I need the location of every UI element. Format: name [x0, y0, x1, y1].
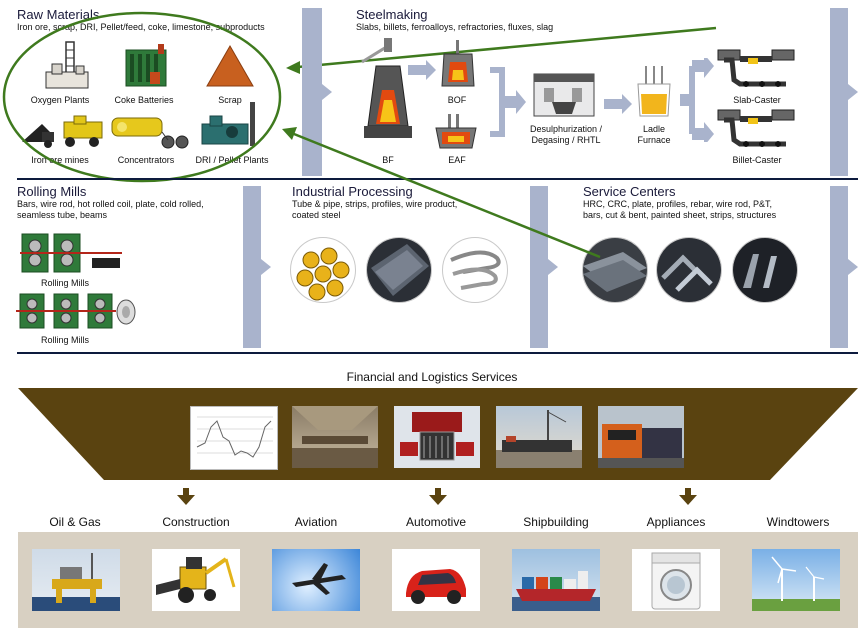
truck-photo	[394, 406, 480, 468]
bof-label: BOF	[447, 95, 467, 105]
service-centers-subtitle: HRC, CRC, plate, profiles, rebar, wire r…	[583, 199, 776, 221]
desulphurization-label-line1: Desulphurization /	[529, 124, 603, 134]
down-arrow-icon	[429, 488, 447, 505]
oxygen-plants-label: Oxygen Plants	[30, 95, 90, 105]
flow-arrow-icon	[408, 60, 436, 80]
steel-plates-image	[582, 237, 648, 303]
airplane-photo	[272, 549, 360, 611]
coated-steel-sheet-image	[366, 237, 432, 303]
concentrator-icon	[111, 117, 189, 149]
car-photo	[392, 549, 480, 611]
sector-label-automotive: Automotive	[405, 515, 467, 529]
ladle-furnace-label-line1: Ladle	[642, 124, 666, 134]
sector-label-windtowers: Windtowers	[766, 515, 830, 529]
rolling-mill-icon	[20, 233, 122, 273]
washing-machine-photo	[632, 549, 720, 611]
sector-label-oil-gas: Oil & Gas	[49, 515, 101, 529]
section-divider	[17, 178, 858, 180]
scrap-icon	[206, 44, 254, 87]
sector-label-shipbuilding: Shipbuilding	[523, 515, 589, 529]
steelmaking-title: Steelmaking	[356, 7, 428, 22]
container-ship-photo	[512, 549, 600, 611]
bf-label: BF	[382, 155, 394, 165]
concentrators-label: Concentrators	[117, 155, 175, 165]
eaf-icon	[435, 114, 477, 149]
warehouse-photo	[292, 406, 378, 468]
ladle-furnace-label: Ladle Furnace	[628, 124, 680, 146]
billet-caster-label: Billet-Caster	[732, 155, 782, 165]
wire-product-image	[442, 237, 508, 303]
steel-profiles-image	[656, 237, 722, 303]
chart-photo	[190, 406, 278, 470]
service-centers-subtitle-line2: bars, cut & bent, painted sheet, strips,…	[583, 210, 777, 220]
raw-materials-title: Raw Materials	[17, 7, 100, 22]
rolling-mills-label-2: Rolling Mills	[40, 335, 89, 345]
oxygen-plant-icon	[45, 41, 89, 89]
scrap-label: Scrap	[218, 95, 242, 105]
eaf-label: EAF	[448, 155, 466, 165]
desulphurization-label-line2: Degasing / RHTL	[531, 135, 601, 145]
chevron-separator	[243, 186, 271, 348]
rolling-mills-subtitle-line1: Bars, wire rod, hot rolled coil, plate, …	[17, 199, 204, 209]
sector-label-appliances: Appliances	[646, 515, 706, 529]
iron-ore-mines-label: Iron ore mines	[31, 155, 89, 165]
backhoe-photo	[152, 549, 240, 611]
desulphurization-icon	[533, 73, 595, 117]
slab-caster-label: Slab-Caster	[733, 95, 781, 105]
chevron-separator	[830, 186, 858, 348]
industrial-processing-subtitle-line2: coated steel	[292, 210, 341, 220]
sector-label-construction: Construction	[162, 515, 230, 529]
rolling-mills-title: Rolling Mills	[17, 184, 87, 199]
coke-battery-icon	[125, 44, 167, 87]
train-photo	[598, 406, 684, 468]
steel-bars-image	[290, 237, 356, 303]
industrial-processing-subtitle: Tube & pipe, strips, profiles, wire prod…	[292, 199, 457, 221]
industrial-processing-title: Industrial Processing	[292, 184, 413, 199]
billet-caster-icon	[717, 109, 795, 147]
chevron-separator	[530, 186, 558, 348]
rolling-mills-subtitle-line2: seamless tube, beams	[17, 210, 108, 220]
merge-bracket-arrow	[490, 67, 526, 137]
split-bracket-arrow	[680, 58, 714, 142]
raw-materials-subtitle: Iron ore, scrap, DRI, Pellet/feed, coke,…	[17, 22, 265, 32]
section-divider	[17, 352, 858, 354]
chevron-separator	[830, 8, 858, 176]
ladle-furnace-label-line2: Furnace	[637, 135, 671, 145]
down-arrow-icon	[177, 488, 195, 505]
desulphurization-label: Desulphurization / Degasing / RHTL	[527, 124, 605, 146]
sector-label-aviation: Aviation	[294, 515, 338, 529]
rolling-mill-icon	[16, 293, 136, 329]
service-centers-subtitle-line1: HRC, CRC, plate, profiles, rebar, wire r…	[583, 199, 773, 209]
rolling-mills-subtitle: Bars, wire rod, hot rolled coil, plate, …	[17, 199, 204, 221]
service-centers-title: Service Centers	[583, 184, 676, 199]
coke-batteries-label: Coke Batteries	[114, 95, 174, 105]
ship-port-photo	[496, 406, 582, 468]
ladle-furnace-icon	[637, 66, 671, 117]
steelmaking-subtitle: Slabs, billets, ferroalloys, refractorie…	[356, 22, 554, 32]
blast-furnace-icon	[361, 38, 412, 138]
bof-icon	[441, 40, 475, 87]
steel-structures-image	[732, 237, 798, 303]
slab-caster-icon	[717, 49, 795, 87]
oil-rig-photo	[32, 549, 120, 611]
dri-pellet-plant-icon	[201, 102, 255, 146]
recycle-arrow	[282, 127, 601, 259]
chevron-separator	[302, 8, 332, 176]
financial-title: Financial and Logistics Services	[346, 370, 518, 384]
rolling-mills-label-1: Rolling Mills	[40, 278, 89, 288]
raw-materials-highlight-loop	[2, 11, 717, 183]
down-arrow-icon	[679, 488, 697, 505]
flow-arrow-icon	[604, 94, 632, 114]
industrial-processing-subtitle-line1: Tube & pipe, strips, profiles, wire prod…	[292, 199, 458, 209]
iron-ore-mine-icon	[22, 115, 103, 148]
wind-turbines-photo	[752, 549, 840, 611]
